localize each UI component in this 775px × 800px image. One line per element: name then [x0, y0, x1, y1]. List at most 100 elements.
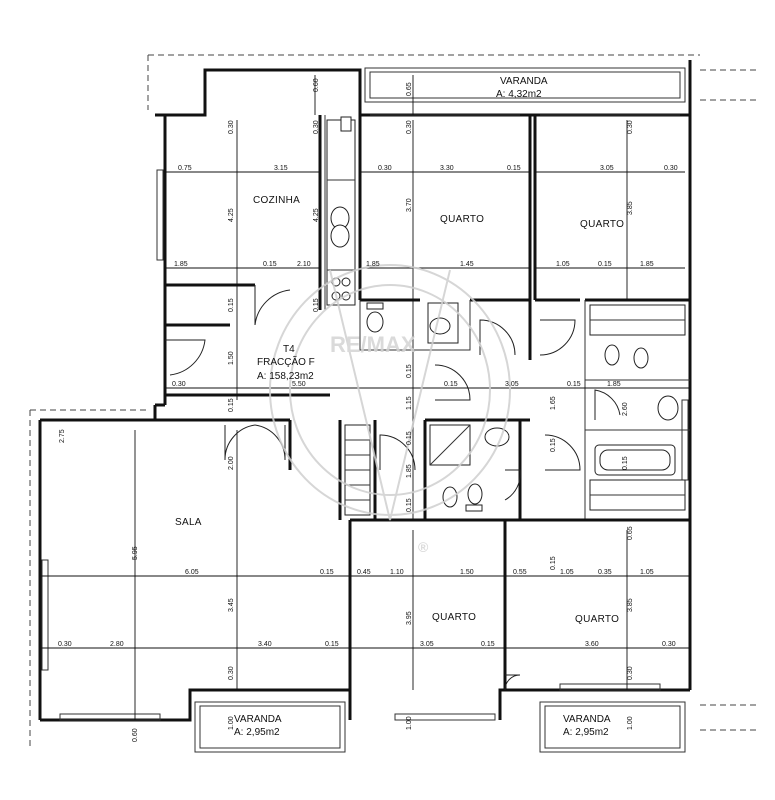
- balcony-top: [364, 67, 686, 116]
- dim-label: 2.00: [228, 456, 235, 470]
- dim-label: 0.60: [132, 728, 139, 742]
- dim-label: 2.75: [59, 429, 66, 443]
- balcony-top-name: VARANDA: [500, 76, 548, 87]
- dim-label: 0.15: [228, 398, 235, 412]
- room-label-sala: SALA: [175, 517, 202, 528]
- dim-label: 0.30: [378, 165, 392, 172]
- dim-label: 0.30: [664, 165, 678, 172]
- dim-label: 3.05: [505, 381, 519, 388]
- unit-code: T4: [283, 344, 295, 355]
- dim-label: 3.85: [627, 201, 634, 215]
- dim-label: 0.30: [662, 641, 676, 648]
- dim-label: 1.65: [550, 396, 557, 410]
- dim-label: 5.50: [292, 381, 306, 388]
- dim-label: 1.00: [627, 716, 634, 730]
- room-label-quarto-bottom-left: QUARTO: [432, 612, 476, 623]
- site-boundary: [29, 54, 760, 750]
- room-label-quarto-top-right: QUARTO: [580, 219, 624, 230]
- dim-label: 0.15: [550, 556, 557, 570]
- dim-label: 3.85: [627, 598, 634, 612]
- dim-label: 0.30: [627, 120, 634, 134]
- interior-walls: [40, 115, 690, 690]
- room-label-quarto-top-left: QUARTO: [440, 214, 484, 225]
- dim-label: 0.35: [598, 569, 612, 576]
- dim-label: 3.15: [274, 165, 288, 172]
- dim-label: 2.80: [110, 641, 124, 648]
- dim-label: 3.40: [258, 641, 272, 648]
- dim-label: 4.25: [313, 208, 320, 222]
- dim-label: 0.15: [444, 381, 458, 388]
- balcony-top-area: A: 4,32m2: [496, 89, 542, 100]
- dim-label: 0.30: [406, 120, 413, 134]
- dim-label: 0.15: [481, 641, 495, 648]
- dim-label: 1.85: [174, 261, 188, 268]
- dim-label: 0.15: [598, 261, 612, 268]
- dim-label: 1.50: [228, 351, 235, 365]
- dim-label: 0.15: [507, 165, 521, 172]
- dim-label: 1.85: [406, 464, 413, 478]
- dim-label: 0.15: [550, 438, 557, 452]
- dim-label: 0.30: [627, 666, 634, 680]
- dim-label: 0.15: [228, 298, 235, 312]
- dim-label: 0.30: [172, 381, 186, 388]
- dim-label: 1.15: [406, 396, 413, 410]
- balcony-bottom-left: [194, 701, 346, 753]
- dim-label: 1.85: [607, 381, 621, 388]
- balcony-bottom-right-name: VARANDA: [563, 714, 611, 725]
- dim-label: 0.30: [228, 666, 235, 680]
- dim-label: 1.85: [366, 261, 380, 268]
- dim-label: 1.05: [560, 569, 574, 576]
- dim-label: 4.25: [228, 208, 235, 222]
- dim-label: 0.15: [320, 569, 334, 576]
- dim-label: 0.55: [513, 569, 527, 576]
- dimension-lines: [40, 75, 690, 720]
- dim-label: 0.30: [58, 641, 72, 648]
- dim-label: 0.15: [567, 381, 581, 388]
- dim-label: 1.00: [228, 716, 235, 730]
- dim-label: 6.05: [185, 569, 199, 576]
- dim-label: 0.15: [325, 641, 339, 648]
- balcony-bottom-left-name: VARANDA: [234, 714, 282, 725]
- watermark-brand: RE/MAX: [330, 332, 416, 357]
- balcony-bottom-right-area: A: 2,95m2: [563, 727, 609, 738]
- dim-label: 5.95: [132, 546, 139, 560]
- dim-label: 1.50: [460, 569, 474, 576]
- doors: [165, 285, 621, 691]
- windows: [41, 169, 689, 721]
- dim-label: 3.60: [585, 641, 599, 648]
- dim-label: 0.15: [406, 431, 413, 445]
- dim-label: 3.05: [420, 641, 434, 648]
- room-label-cozinha: COZINHA: [253, 195, 300, 206]
- watermark-logo: RE/MAX ®: [269, 264, 511, 555]
- dim-label: 1.85: [640, 261, 654, 268]
- balcony-bottom-right: [539, 701, 686, 753]
- room-labels: COZINHA QUARTO QUARTO SALA QUARTO QUARTO: [175, 195, 624, 625]
- unit-area: A: 158,23m2: [257, 371, 314, 382]
- dim-label: 0.75: [178, 165, 192, 172]
- dim-label: 3.30: [440, 165, 454, 172]
- watermark-symbol: ®: [418, 539, 429, 555]
- dim-label: 0.45: [357, 569, 371, 576]
- dim-label: 0.65: [627, 526, 634, 540]
- unit-info: T4 FRACÇÃO F A: 158,23m2: [257, 344, 315, 382]
- dim-label: 0.30: [228, 120, 235, 134]
- dimension-labels: 0.75 3.15 0.30 3.30 0.15 3.05 0.30 1.85 …: [58, 78, 678, 742]
- dim-label: 0.15: [622, 456, 629, 470]
- room-label-quarto-bottom-right: QUARTO: [575, 614, 619, 625]
- dim-label: 3.95: [406, 611, 413, 625]
- balcony-labels: VARANDA A: 4,32m2 VARANDA A: 2,95m2 VARA…: [234, 76, 611, 738]
- dim-label: 1.05: [640, 569, 654, 576]
- dim-label: 1.00: [406, 716, 413, 730]
- dim-label: 0.30: [313, 120, 320, 134]
- dim-label: 3.05: [600, 165, 614, 172]
- dim-label: 2.10: [297, 261, 311, 268]
- dim-label: 3.45: [228, 598, 235, 612]
- balcony-bottom-left-area: A: 2,95m2: [234, 727, 280, 738]
- unit-name: FRACÇÃO F: [257, 355, 315, 368]
- dim-label: 0.60: [313, 78, 320, 92]
- dim-label: 0.15: [406, 364, 413, 378]
- dim-label: 0.15: [313, 298, 320, 312]
- dim-label: 0.15: [263, 261, 277, 268]
- dim-label: 0.65: [406, 82, 413, 96]
